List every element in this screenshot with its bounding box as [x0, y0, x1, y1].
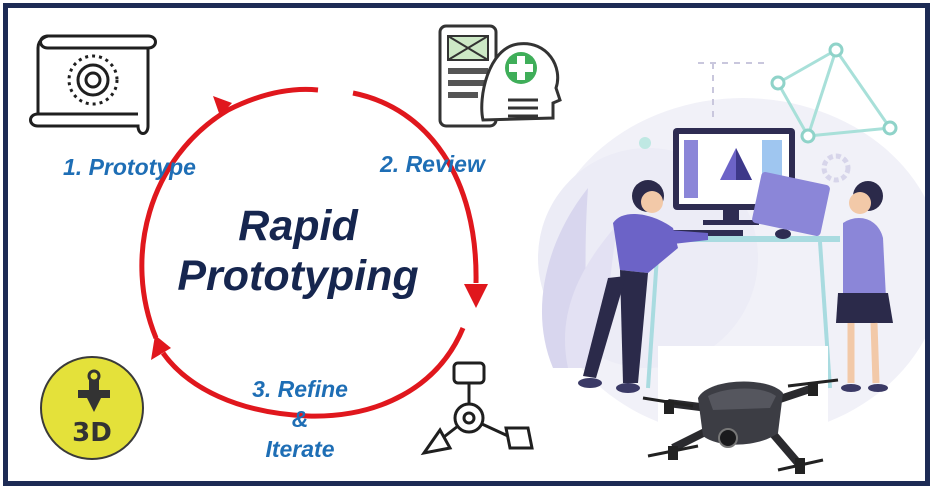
- designers-illustration: [538, 42, 925, 438]
- title-line-1: Rapid: [238, 202, 358, 250]
- diagram-canvas: [29, 24, 925, 479]
- badge-text: 3D: [72, 418, 112, 448]
- arrow-arc-2: [352, 90, 479, 284]
- 3d-printer-badge-icon: 3D: [40, 356, 144, 460]
- printer-head-icon: [78, 369, 110, 412]
- arrowhead-top: [213, 96, 232, 116]
- cycle-arrows: [139, 86, 479, 419]
- image-frame: 3D 1. Prototype 2. Review 3. Refine & It…: [3, 3, 930, 486]
- ui-mockup-head-icon: [438, 24, 562, 128]
- gear-scroll-icon: [29, 34, 157, 135]
- step-label-refine-iterate: 3. Refine & Iterate: [230, 374, 370, 464]
- step-label-prototype: 1. Prototype: [63, 154, 196, 180]
- diagram-title: Rapid Prototyping: [148, 201, 448, 301]
- mechanical-part-sketch-icon: [420, 361, 534, 456]
- arrow-arc-3: [160, 327, 466, 419]
- drone-image: [642, 346, 839, 479]
- title-line-2: Prototyping: [177, 252, 419, 300]
- arrowheads: [151, 96, 488, 360]
- step3-ampersand: &: [291, 406, 309, 432]
- arrow-arc-1: [139, 86, 319, 339]
- step-label-review: 2. Review: [380, 151, 485, 177]
- step3-line3: Iterate: [265, 436, 335, 462]
- arrowhead-left: [151, 335, 171, 360]
- step3-line1: 3. Refine: [252, 376, 348, 402]
- arrowhead-right: [464, 284, 488, 308]
